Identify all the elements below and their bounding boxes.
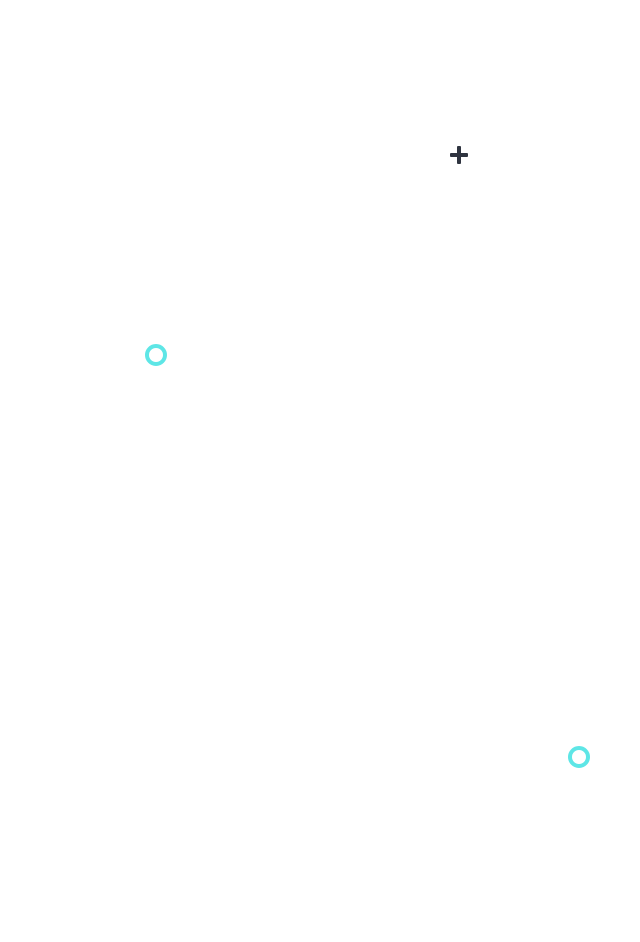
plus-icon-vertical-bar [457,146,461,164]
ring-icon [568,746,590,768]
plus-icon[interactable] [449,145,469,165]
ring-icon [145,344,167,366]
